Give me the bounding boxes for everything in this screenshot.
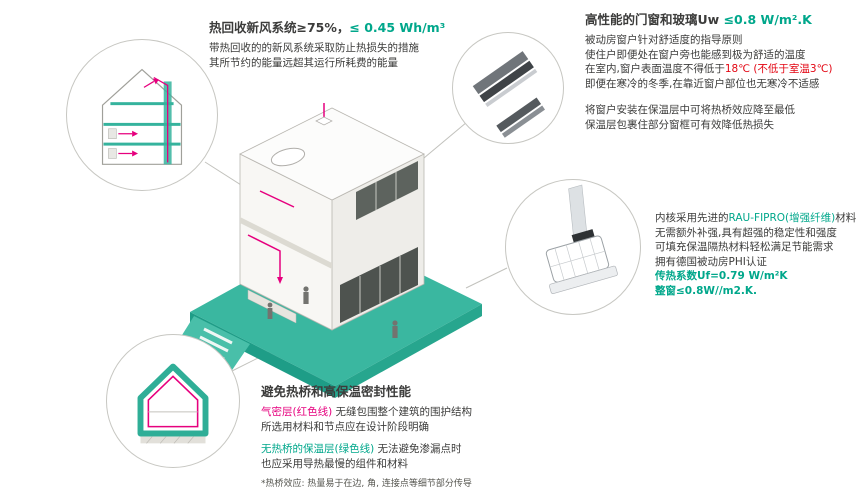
profile-line-2: 无需额外补强,具有超强的稳定性和强度 <box>655 226 837 239</box>
kitchen-counter <box>247 289 297 324</box>
envelope-line-2: 所选用材料和节点应在设计阶段明确 <box>261 420 429 433</box>
windows-line-3: 在室内,窗户表面温度不得低于18℃ (不低于室温3℃) <box>585 62 861 77</box>
windows-line-4: 即便在寒冷的冬季,在靠近窗户部位也无寒冷不适感 <box>585 77 820 90</box>
heat-recovery-line-1: 带热回收的的新风系统采取防止热损失的措施 <box>209 42 419 54</box>
section-profile: 内核采用先进的RAU-FIPRO(增强纤维)材料 无需额外补强,具有超强的稳定性… <box>655 211 861 298</box>
windows-line-3-text: 在室内,窗户表面温度不得低于 <box>585 63 725 75</box>
airtight-layer-label: 气密层(红色线) <box>261 406 333 418</box>
insulated-envelope-section-icon <box>137 363 209 444</box>
envelope-line-3: 无热桥的保温层(绿色线) 无法避免渗漏点时 <box>261 442 546 457</box>
heat-recovery-line-2: 其所节约的能量远超其运行所耗费的能量 <box>209 56 398 69</box>
profile-line-4: 拥有德国被动房PHI认证 <box>655 255 767 268</box>
envelope-line-1-rest: 无缝包围整个建筑的围护结构 <box>332 406 473 418</box>
windows-title-text: 高性能的门窗和玻璃Uw <box>585 12 724 27</box>
thermal-bridge-footnote: *热桥效应: 热量易于在边, 角, 连接点等细节部分传导 <box>261 479 472 489</box>
profile-material-name: RAU-FIPRO(增强纤维) <box>728 212 836 224</box>
bathtub <box>270 147 306 167</box>
ventilation-ducts <box>247 103 325 280</box>
roof-vent-unit <box>315 116 333 126</box>
profile-line-1-text: 内核采用先进的 <box>655 212 729 224</box>
human-figures <box>267 286 398 338</box>
heat-recovery-title-value: ≤ 0.45 Wh/m³ <box>349 20 446 35</box>
windows-line-5: 将窗户安装在保温层中可将热桥效应降至最低 <box>585 104 795 116</box>
profile-stat-uf: 传热系数Uf=0.79 W/m²K <box>655 270 788 282</box>
house-right-facade <box>331 153 425 331</box>
heat-recovery-ventilation-section-icon <box>101 68 183 165</box>
section-heat-recovery: 热回收新风系统≥75%，≤ 0.45 Wh/m³ 带热回收的的新风系统采取防止热… <box>209 20 474 70</box>
window-frame-profile-icon <box>545 184 618 294</box>
windows-line-1: 被动房窗户针对舒适度的指导原则 <box>585 34 743 46</box>
windows-title-value: ≤0.8 W/m².K <box>723 12 812 27</box>
window-detail-circle <box>452 32 564 144</box>
windows-line-6: 保温层包裹住部分窗框可有效降低热损失 <box>585 118 774 131</box>
house-roof <box>239 107 425 201</box>
windows-title: 高性能的门窗和玻璃Uw ≤0.8 W/m².K <box>585 12 861 28</box>
heat-recovery-title: 热回收新风系统≥75%，≤ 0.45 Wh/m³ <box>209 20 474 36</box>
ground-floor-glazing <box>340 247 418 323</box>
profile-line-1-suffix: 材料 <box>835 212 857 224</box>
frame-profile-circle <box>505 179 641 315</box>
house-cutaway-face <box>239 153 333 331</box>
heat-recovery-title-text: 热回收新风系统≥75%， <box>209 20 350 35</box>
envelope-circle <box>106 334 240 468</box>
section-windows: 高性能的门窗和玻璃Uw ≤0.8 W/m².K 被动房窗户针对舒适度的指导原则 … <box>585 12 861 132</box>
envelope-line-1: 气密层(红色线) 无缝包围整个建筑的围护结构 <box>261 405 546 420</box>
envelope-line-4: 也应采用导热最慢的组件和材料 <box>261 457 408 470</box>
insulation-layer-label: 无热桥的保温层(绿色线) <box>261 443 375 455</box>
windows-line-2: 使住户即便处在窗户旁也能感到极为舒适的温度 <box>585 48 806 61</box>
profile-line-1: 内核采用先进的RAU-FIPRO(增强纤维)材料 <box>655 211 861 226</box>
ventilation-circle <box>66 39 218 191</box>
section-envelope: 避免热桥和高保温密封性能 气密层(红色线) 无缝包围整个建筑的围护结构 所选用材… <box>261 384 546 490</box>
envelope-line-3-rest: 无法避免渗漏点时 <box>374 443 462 455</box>
envelope-title: 避免热桥和高保温密封性能 <box>261 384 412 399</box>
upper-floor-glazing <box>356 161 418 220</box>
profile-line-3: 可填充保温隔热材料轻松满足节能需求 <box>655 241 834 253</box>
profile-stat-window: 整窗≤0.8W//m2.K. <box>655 284 758 297</box>
windows-line-3-temp: 18℃ (不低于室温3℃) <box>724 63 833 75</box>
window-corner-detail-icon <box>472 51 546 138</box>
